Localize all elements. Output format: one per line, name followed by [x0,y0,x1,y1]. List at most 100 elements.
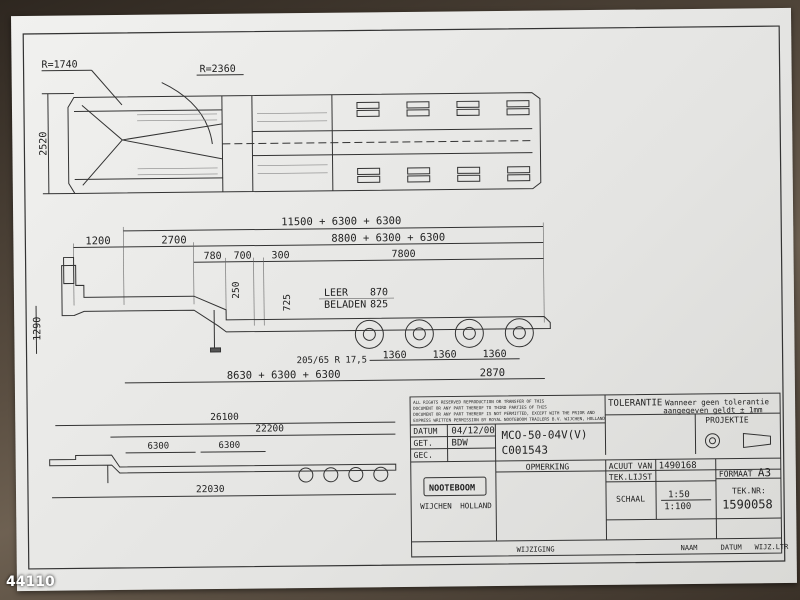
top-axle-symbol-4 [506,100,531,182]
acuut-label: ACUUT VAN [609,461,653,470]
tb-h9 [606,517,782,521]
teknr-label: TEK.NR: [732,486,766,495]
tb-h2 [605,412,781,416]
dim-line-height [35,305,38,354]
wheel-1-hub [362,327,376,341]
top-hatching [137,112,328,176]
dim-780: 780 [203,251,221,262]
leer-underline [318,297,394,300]
dim-22030: 22030 [196,484,225,495]
radius-1740-leader [41,69,92,72]
projection-cone-symbol [742,432,772,449]
tb-v5 [605,459,608,540]
side-wheels [354,318,534,349]
wheel-4-hub [512,326,526,340]
wheel-2 [404,319,434,349]
tolerantie-text-1: Wanneer geen tolerantie [665,397,769,407]
dim-line-6300a [125,451,196,454]
dim-1200: 1200 [85,235,110,247]
wheel-3 [454,318,484,348]
axle-spacing-2: 1360 [433,349,457,360]
wijz-ltr-label: WIJZ.LTR [755,543,790,551]
top-beam-2 [252,152,533,157]
city-2: HOLLAND [460,501,492,510]
dim-2870: 2870 [480,367,505,379]
tb-h7 [605,480,716,483]
dim-6300a: 6300 [147,441,169,451]
title-block: ALL RIGHTS RESERVED REPRODUCTION OR TRAN… [409,392,790,558]
tb-h8 [715,477,781,480]
tb-h10 [411,537,782,543]
projektie-label: PROJEKTIE [705,415,749,424]
datum2-label: DATUM [721,543,742,551]
wijziging-label: WIJZIGING [517,545,555,553]
sheet-frame [22,25,786,570]
schaal-2: 1:100 [664,502,691,512]
top-centerline [222,140,533,145]
top-beam-1 [252,128,533,133]
notice-line-1: ALL RIGHTS RESERVED REPRODUCTION OR TRAN… [413,399,545,405]
model-number: MCO-50-04V(V) [501,428,587,442]
schaal-divider [661,499,712,501]
top-fifth-wheel [81,104,124,186]
side-extension-lines [73,222,545,326]
formaat-label: FORMAAT [719,469,753,478]
get-value: BDW [451,438,468,448]
wheel-4 [504,318,534,348]
dim-line-22200 [110,433,396,438]
projection-circle-inner [708,437,716,445]
width-2520-label: 2520 [38,132,49,156]
top-axle-symbol-3 [456,100,481,182]
dim-6300b: 6300 [218,441,240,451]
projection-circle-symbol [704,433,720,449]
top-axle-symbol-2 [406,101,431,183]
dim-2700: 2700 [161,234,186,246]
beladen-value: 825 [370,299,388,310]
acuut-value: 1490168 [659,461,697,471]
dim-line-row2 [73,242,544,248]
drawing-sheet: R=1740 R=2360 2520 [11,7,797,592]
dim-22200: 22200 [255,423,284,434]
tb-v4 [494,424,498,542]
tb-h5 [410,457,781,463]
top-outline [67,92,542,194]
radius-2360-label: R=2360 [200,64,236,75]
notice-line-3: DOCUMENT OR ANY PART THEREOF IS NOT PERM… [413,410,595,417]
dim-300: 300 [271,250,289,261]
tb-v1 [604,394,607,455]
leer-value: 870 [370,287,388,298]
formaat-value: A3 [758,466,771,479]
wheel-1 [354,319,384,349]
width-dim-line [47,93,50,194]
small-outline [49,454,397,474]
axle-spacing-3: 1360 [483,349,507,360]
top-neck-struts [122,123,223,160]
top-gooseneck-line-1 [74,109,223,112]
leer-label: LEER [324,288,349,299]
landing-leg-foot [209,347,222,353]
dim-line-axles [369,358,520,361]
small-wheels [298,466,389,483]
dim-700: 700 [233,251,251,262]
notice-line-2: DOCUMENT OR ANY PART THEREOF TO THIRD PA… [413,405,547,411]
nooteboom-logo-frame [423,476,487,497]
dim-bottom-total: 8630 + 6300 + 6300 [227,369,341,382]
datum-value: 04/12/00 [451,426,494,436]
axle-spacing-1: 1360 [383,350,407,361]
datum-label: DATUM [413,427,437,436]
schaal-1: 1:50 [668,490,690,500]
notice-line-4: EXPRESS WRITTEN PERMISSION BY ROYAL NOOT… [413,416,605,423]
side-view: 11500 + 6300 + 6300 1200 2700 8800 + 630… [32,215,551,384]
radius-2360-arc [161,82,213,145]
tolerantie-label: TOLERANTIE [608,398,662,409]
tb-h1 [410,422,606,426]
top-axle-symbols [356,100,531,183]
dim-line-bottom [124,378,545,384]
tyre-size: 205/65 R 17,5 [297,355,368,366]
get-label: GET. [413,439,432,448]
side-headboard [63,256,75,285]
listing-watermark: 44110 [6,574,55,590]
dim-1290: 1290 [32,317,43,341]
dim-total-top: 11500 + 6300 + 6300 [281,215,401,228]
